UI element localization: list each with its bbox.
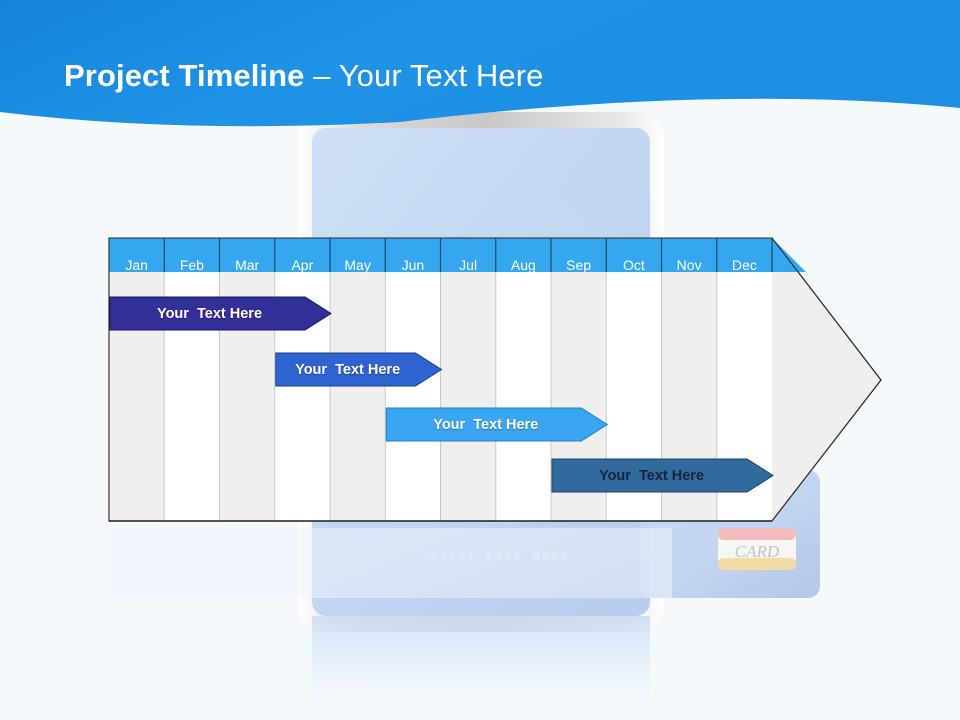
timeline-bar-label-2: Your Text Here: [295, 361, 401, 378]
timeline-arrow-outline: [108, 237, 882, 522]
timeline-month-apr[interactable]: Apr: [291, 257, 314, 273]
timeline-column: [440, 272, 496, 521]
timeline-month-nov[interactable]: Nov: [676, 257, 702, 273]
timeline-month-sep[interactable]: Sep: [566, 257, 592, 273]
timeline-month-feb[interactable]: Feb: [179, 257, 204, 273]
timeline-bar-label-3: Your Text Here: [433, 416, 539, 433]
page-title-separator: –: [304, 58, 339, 93]
timeline-bar-1[interactable]: [109, 296, 332, 331]
banner-shape: [0, 0, 960, 127]
page-title-light: Your Text Here: [338, 58, 544, 93]
page-title-strong: Project Timeline: [64, 58, 305, 93]
timeline-column: [385, 272, 441, 521]
timeline-bar-4[interactable]: [551, 458, 774, 493]
timeline-bar-label-4: Your Text Here: [598, 467, 705, 484]
timeline-column: [330, 272, 386, 521]
timeline-header-band: [109, 238, 806, 272]
timeline-bar-label-1: Your Text Here: [156, 305, 263, 322]
timeline-month-mar[interactable]: Mar: [235, 257, 260, 273]
timeline-month-aug[interactable]: Aug: [510, 257, 536, 273]
timeline-month-oct[interactable]: Oct: [622, 257, 645, 273]
timeline-column: [495, 272, 551, 521]
timeline-bar-2[interactable]: [275, 352, 443, 387]
timeline-month-may[interactable]: May: [344, 257, 371, 273]
timeline-month-jul[interactable]: Jul: [459, 257, 478, 273]
timeline-bar-3[interactable]: [385, 407, 609, 442]
timeline-month-jan[interactable]: Jan: [125, 257, 148, 273]
timeline-month-dec[interactable]: Dec: [731, 257, 757, 273]
page-title: Project Timeline – Your Text Here: [64, 58, 543, 94]
header-banner: Project Timeline – Your Text Here: [0, 0, 960, 130]
timeline-month-jun[interactable]: Jun: [401, 257, 425, 273]
